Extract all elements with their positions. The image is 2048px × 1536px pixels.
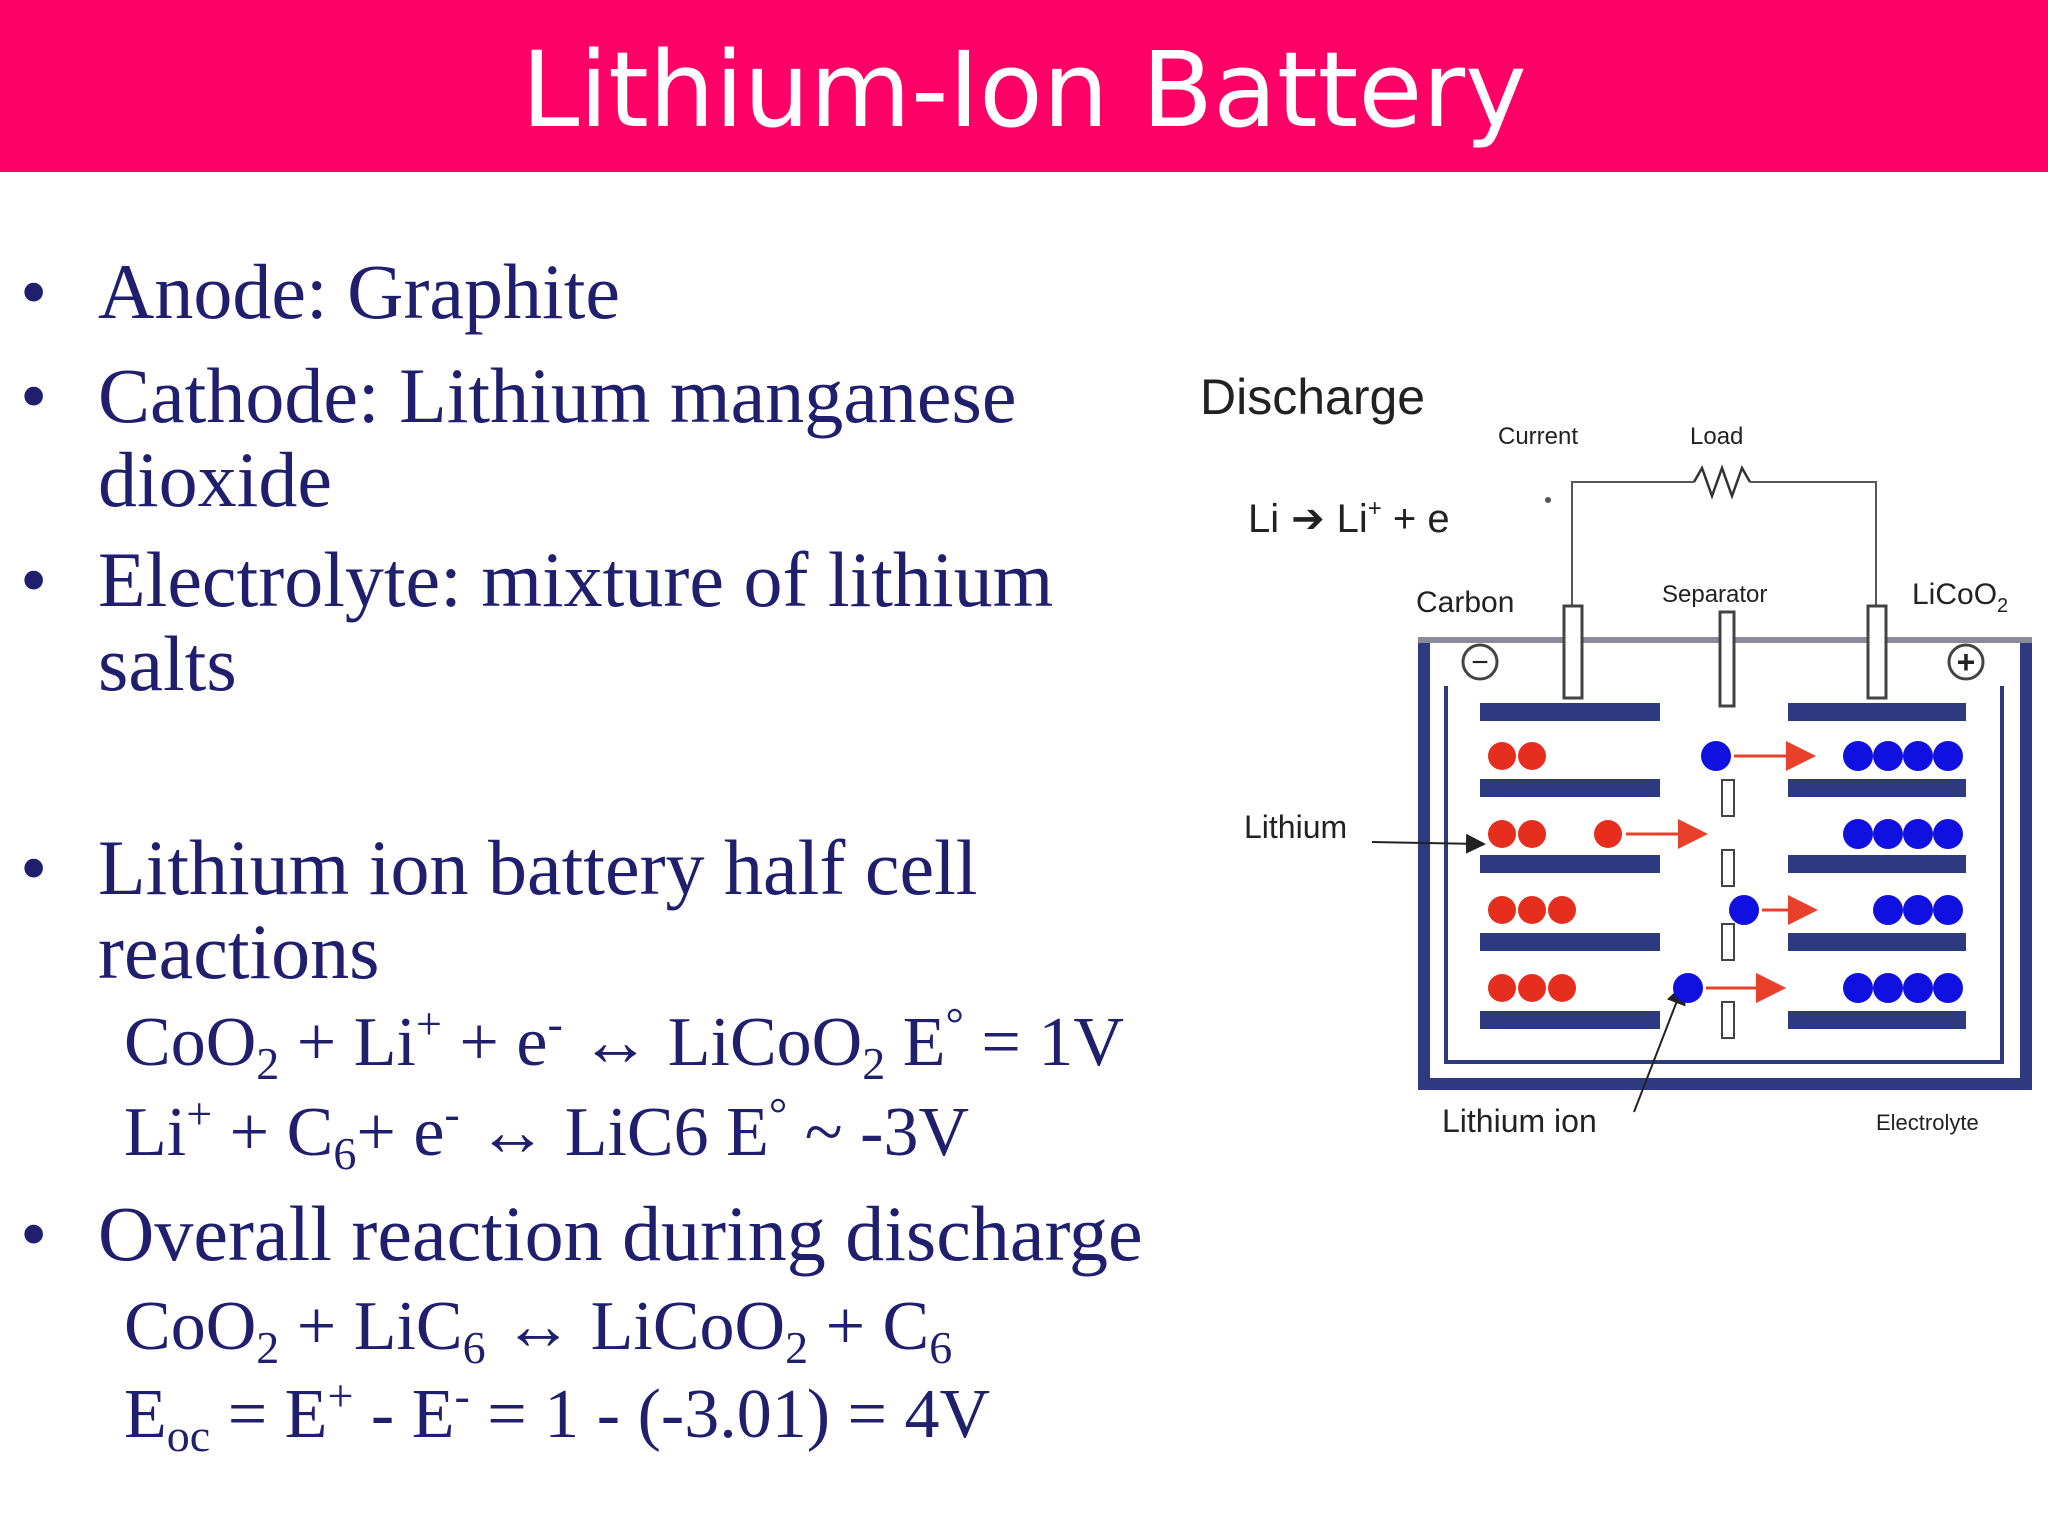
equation-overall: CoO2 + LiC6 ↔ LiCoO2 + C6 <box>124 1288 953 1373</box>
cathode-plate <box>1788 779 1966 797</box>
equation-eoc: Eoc = E+ - E- = 1 - (-3.01) = 4V <box>124 1370 991 1461</box>
lithium-atom <box>1548 896 1576 924</box>
circuit-wire-right <box>1750 481 1877 608</box>
carbon-label: Carbon <box>1416 586 1514 619</box>
lithium-pointer-arrow <box>1371 833 1486 854</box>
separator-segment <box>1721 923 1735 961</box>
cathode-terminal <box>1866 604 1888 700</box>
bullet-text: Overall reaction during discharge <box>98 1190 1143 1277</box>
lithium-atom <box>1518 896 1546 924</box>
lithium-atom <box>1594 820 1622 848</box>
lithium-ion <box>1873 819 1903 849</box>
separator-top <box>1718 610 1736 708</box>
lithium-atom <box>1488 974 1516 1002</box>
anode-plate <box>1480 855 1660 873</box>
migrating-lithium-ion <box>1701 741 1731 771</box>
separator-segment <box>1721 1001 1735 1039</box>
separator-segment <box>1721 849 1735 887</box>
lithium-atom <box>1548 974 1576 1002</box>
battery-diagram-svg: Discharge Current Load Li➔Li+ + e Carbon… <box>1200 369 2032 1139</box>
cathode-plate <box>1788 703 1966 721</box>
electrolyte-label: Electrolyte <box>1876 1110 1979 1135</box>
bullet-text: Anode: Graphite <box>98 248 621 335</box>
cathode-plate <box>1788 855 1966 873</box>
equation-half-cell-1: CoO2 + Li+ + e- ↔ LiCoO2 E° = 1V <box>124 998 1124 1089</box>
lithium-label: Lithium <box>1244 809 1347 845</box>
bullet-symbol: • <box>20 352 48 439</box>
bullet-text: Electrolyte: mixture of lithium salts <box>98 536 1054 707</box>
separator-label: Separator <box>1662 581 1767 608</box>
equation-half-cell-2: Li+ + C6+ e- ↔ LiC6 E° ~ -3V <box>124 1088 970 1179</box>
load-label: Load <box>1690 423 1743 450</box>
lithium-ion <box>1873 895 1903 925</box>
cathode-plate <box>1788 933 1966 951</box>
lithium-ion <box>1933 819 1963 849</box>
lithium-atom <box>1518 742 1546 770</box>
lithium-ion <box>1843 973 1873 1003</box>
bullet-symbol: • <box>20 248 48 335</box>
bullet-text: Lithium ion battery half cell reactions <box>98 824 978 995</box>
minus-sign: − <box>1471 646 1489 679</box>
battery-casing <box>1418 640 2032 1090</box>
licoo2-label: LiCoO2 <box>1912 578 2008 617</box>
lithium-ion-pointer-arrow <box>1633 984 1686 1113</box>
anode-plate <box>1480 703 1660 721</box>
lithium-ion-label: Lithium ion <box>1442 1103 1597 1139</box>
lithium-ion <box>1873 741 1903 771</box>
slide-title: Lithium-Ion Battery <box>521 29 1527 151</box>
circuit-wire-left <box>1571 481 1694 608</box>
battery-diagram: Discharge Current Load Li➔Li+ + e Carbon… <box>1160 340 2040 1160</box>
bullet-symbol: • <box>20 824 48 911</box>
discharge-label: Discharge <box>1200 369 1425 425</box>
lithium-ion <box>1933 895 1963 925</box>
electrolyte-boundary <box>1444 686 2004 1064</box>
reaction-equation: Li➔Li+ + e <box>1248 495 1450 541</box>
lithium-ion <box>1933 741 1963 771</box>
current-direction-dot <box>1545 497 1551 503</box>
cathode-plate <box>1788 1011 1966 1029</box>
bullet-text: Cathode: Lithium manganese dioxide <box>98 352 1017 523</box>
lithium-ion <box>1843 819 1873 849</box>
lithium-atom <box>1488 742 1516 770</box>
bullet-symbol: • <box>20 1190 48 1277</box>
lithium-ion <box>1933 973 1963 1003</box>
migrating-lithium-ion <box>1729 895 1759 925</box>
load-resistor-icon <box>1692 464 1752 500</box>
lithium-ion <box>1903 741 1933 771</box>
anode-plate <box>1480 779 1660 797</box>
diagram-particles <box>1480 703 1966 1029</box>
anode-plate <box>1480 1011 1660 1029</box>
lithium-atom <box>1518 820 1546 848</box>
current-label: Current <box>1498 423 1578 450</box>
lithium-atom <box>1488 820 1516 848</box>
bullet-symbol: • <box>20 536 48 623</box>
anode-plate <box>1480 933 1660 951</box>
separator-segment <box>1721 779 1735 817</box>
lithium-ion <box>1903 819 1933 849</box>
anode-terminal <box>1562 604 1584 700</box>
migrating-lithium-ion <box>1673 973 1703 1003</box>
lithium-ion <box>1903 973 1933 1003</box>
lithium-atom <box>1488 896 1516 924</box>
lithium-ion <box>1843 741 1873 771</box>
negative-terminal-icon <box>1461 643 1499 681</box>
plus-sign: + <box>1957 644 1976 680</box>
positive-terminal-icon <box>1947 643 1985 681</box>
lithium-ion <box>1903 895 1933 925</box>
title-bar: Lithium-Ion Battery <box>0 0 2048 172</box>
lithium-ion <box>1873 973 1903 1003</box>
lithium-atom <box>1518 974 1546 1002</box>
